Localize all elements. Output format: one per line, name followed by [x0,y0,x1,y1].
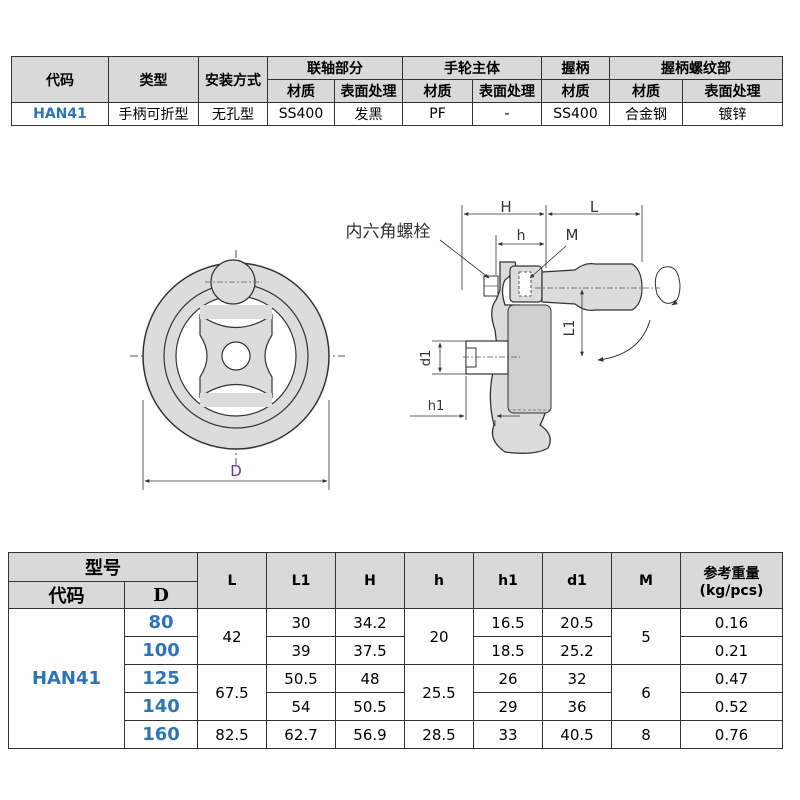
cell-d1: 32 [542,664,612,693]
table-row: 125 67.5 50.5 48 25.5 26 32 6 0.47 [9,664,783,721]
cell-M: 6 [611,664,681,721]
dimension-table: 型号 L L1 H h h1 d1 M 参考重量 (kg/pcs) 代码 D H… [8,552,783,749]
cell-weight: 0.47 [680,664,783,693]
table-row: HAN41 80 42 30 34.2 20 16.5 20.5 5 0.16 [8,608,783,749]
subheader-thread-material: 材质 [609,79,683,103]
cell-H: 50.5 [335,692,405,721]
header-L1: L1 [266,552,336,609]
spec-thread-surface: 镀锌 [682,102,783,126]
label-H: H [500,198,511,216]
label-h1: h1 [428,399,445,414]
spec-grip-material: SS400 [541,102,610,126]
header-mount: 安装方式 [198,56,268,103]
header-weight: 参考重量 (kg/pcs) [680,552,783,609]
cell-h: 25.5 [404,664,474,721]
cell-D: 100 [124,636,198,665]
header-grip-thread: 握柄螺纹部 [609,56,783,80]
spec-shaft-material: SS400 [267,102,335,126]
cell-D: 80 [124,608,198,637]
cell-D: 140 [124,692,198,721]
label-hex-bolt: 内六角螺栓 [346,222,431,242]
spec-table: 代码 类型 安装方式 联轴部分 手轮主体 握柄 握柄螺纹部 材质 表面处理 材质… [11,56,783,126]
cell-H: 56.9 [335,720,405,749]
label-L: L [590,198,599,216]
cell-M: 5 [611,608,681,665]
spec-code: HAN41 [11,102,109,126]
table-row: 140 54 50.5 29 36 0.52 [9,692,783,721]
header-weight-line2: (kg/pcs) [699,582,764,599]
subheader-thread-surface: 表面处理 [682,79,783,103]
cell-L1: 50.5 [266,664,336,693]
subheader-shaft-material: 材质 [267,79,335,103]
table-row: 160 82.5 62.7 56.9 28.5 33 40.5 8 0.76 [9,720,783,749]
cell-d1: 40.5 [542,720,612,749]
cell-weight: 0.52 [680,692,783,721]
cell-L1: 54 [266,692,336,721]
cell-h1: 29 [473,692,543,721]
cell-H: 34.2 [335,608,405,637]
header-shaft-part: 联轴部分 [267,56,403,80]
spec-wheel-surface: - [472,102,542,126]
cell-weight: 0.76 [680,720,783,749]
header-wheel-body: 手轮主体 [402,56,542,80]
cell-d1: 25.2 [542,636,612,665]
label-L1: L1 [562,320,578,337]
cell-weight: 0.16 [680,608,783,637]
header-D: D [124,581,198,609]
subheader-shaft-surface: 表面处理 [334,79,403,103]
spec-type: 手柄可折型 [108,102,199,126]
subheader-grip-material: 材质 [541,79,610,103]
cell-d1: 20.5 [542,608,612,637]
header-M: M [611,552,681,609]
cell-d1: 36 [542,692,612,721]
cell-L1: 39 [266,636,336,665]
cell-L1: 62.7 [266,720,336,749]
header-L: L [197,552,267,609]
cell-h: 28.5 [404,720,474,749]
cell-h: 20 [404,608,474,665]
handwheel-drawing: D H L h [130,198,681,490]
label-D: D [230,462,242,480]
header-d1: d1 [542,552,612,609]
cell-h1: 18.5 [473,636,543,665]
front-view: D [130,250,345,490]
spec-shaft-surface: 发黑 [334,102,403,126]
cell-h1: 16.5 [473,608,543,637]
cell-L: 67.5 [197,664,267,721]
label-M: M [566,226,579,244]
subheader-wheel-surface: 表面处理 [472,79,542,103]
subheader-wheel-material: 材质 [402,79,473,103]
center-bore [221,341,251,371]
label-d1: d1 [419,350,434,367]
table-row: 100 39 37.5 18.5 25.2 0.21 [9,636,783,665]
cell-D: 125 [124,664,198,693]
cell-L: 82.5 [197,720,267,749]
cell-h1: 26 [473,664,543,693]
cell-D: 160 [124,720,198,749]
label-h: h [517,228,526,244]
spec-mount: 无孔型 [198,102,268,126]
cell-L1: 30 [266,608,336,637]
header-code: 代码 [11,56,109,103]
spec-wheel-material: PF [402,102,473,126]
spec-thread-material: 合金钢 [609,102,683,126]
header-code: 代码 [8,581,125,609]
header-h1: h1 [473,552,543,609]
header-type: 类型 [108,56,199,103]
grip [541,263,643,311]
header-h: h [404,552,474,609]
cell-h1: 33 [473,720,543,749]
header-H: H [335,552,405,609]
cell-H: 37.5 [335,636,405,665]
header-weight-line1: 参考重量 [703,565,760,582]
header-model: 型号 [8,552,198,582]
cell-M: 8 [611,720,681,749]
side-view: H L h M L1 d1 h1 内六角螺栓 [346,198,681,454]
cell-H: 48 [335,664,405,693]
header-grip: 握柄 [541,56,610,80]
cell-L: 42 [197,608,267,665]
cell-weight: 0.21 [680,636,783,665]
model-code: HAN41 [8,608,125,749]
